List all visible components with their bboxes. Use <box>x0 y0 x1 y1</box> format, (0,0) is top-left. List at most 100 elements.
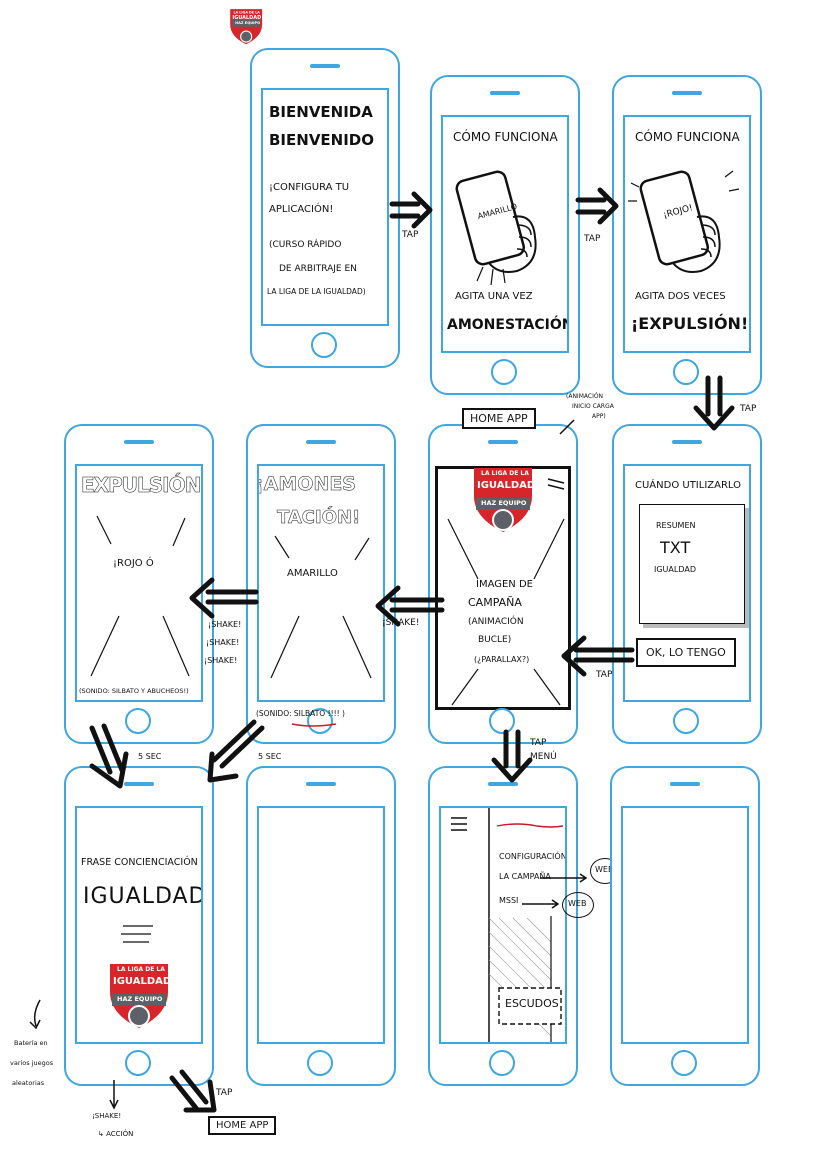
arrow-expulsion-to-awareness <box>89 723 129 789</box>
logo-home-shield <box>474 468 532 532</box>
how2-shake: AGITA DOS VECES <box>635 291 726 302</box>
ok-got-it-button[interactable]: OK, LO TENGO <box>636 638 736 667</box>
logo-top-shield <box>230 9 263 45</box>
home-campaign-4: BUCLE) <box>478 635 512 645</box>
logo-top: LA LIGA DE LA IGUALDAD HAZ EQUIPO <box>228 8 264 47</box>
amonestacion-sound-label: (SONIDO: SILBATO !!!! ) <box>256 709 345 718</box>
welcome-line-1: ¡CONFIGURA TU <box>269 182 350 193</box>
anim-note-2: INICIO CARGA <box>572 403 614 410</box>
menu-item-campana[interactable]: LA CAMPAÑA <box>499 872 551 881</box>
tap-menu-label-1: TAP <box>530 738 547 748</box>
logo-home-line-2: IGUALDAD <box>477 480 536 491</box>
home-placeholder-lines <box>447 478 565 706</box>
arrow-when-to-home <box>561 635 635 677</box>
shake-triple-2: ¡SHAKE! <box>206 638 240 647</box>
phone-speaker <box>306 440 336 444</box>
phone-speaker <box>670 782 700 786</box>
tap-label-3: TAP <box>740 404 757 414</box>
phone-when: CUÁNDO UTILIZARLO RESUMEN TXT IGUALDAD <box>612 424 762 744</box>
phone-expulsion: EXPULSIÓN ¡ROJO Ó (SONIDO: SILBATO Y ABU… <box>64 424 214 744</box>
tap-label-2: TAP <box>584 234 601 244</box>
menu-shields[interactable]: ESCUDOS <box>505 997 559 1010</box>
amonestacion-sub: AMARILLO <box>287 568 338 579</box>
expulsion-sub: ¡ROJO Ó <box>113 558 154 569</box>
screen-expulsion: EXPULSIÓN ¡ROJO Ó (SONIDO: SILBATO Y ABU… <box>75 464 203 702</box>
how2-title: CÓMO FUNCIONA <box>635 130 740 144</box>
awareness-line-2: IGUALDAD <box>83 884 203 909</box>
welcome-line-4: DE ARBITRAJE EN <box>279 264 357 274</box>
five-sec-2: 5 SEC <box>258 752 282 761</box>
shake-action-2: ↳ ACCIÓN <box>98 1130 134 1138</box>
screen-blank-1 <box>257 806 385 1044</box>
welcome-line-2: APLICACIÓN! <box>269 204 334 215</box>
phone-home-button <box>311 332 337 358</box>
anim-note-3: APP) <box>592 413 606 420</box>
phone-speaker <box>490 91 520 95</box>
shaking-phone-illustration-2 <box>628 170 740 273</box>
phone-home-button <box>491 359 517 385</box>
battery-note-3: aleatorias <box>12 1079 45 1087</box>
phone-speaker <box>672 440 702 444</box>
arrow-awareness-to-homeapp <box>169 1069 217 1113</box>
web-link-2[interactable]: WEB <box>562 892 594 918</box>
menu-drawer-sketch <box>451 808 564 1042</box>
phone-amonestacion: ¡AMONES TACIÓN! AMARILLO <box>246 424 396 744</box>
menu-item-mssi[interactable]: MSSI <box>499 896 519 905</box>
screen-when: CUÁNDO UTILIZARLO RESUMEN TXT IGUALDAD <box>623 464 751 702</box>
arrow-web-2 <box>522 899 560 909</box>
phone-how-1: CÓMO FUNCIONA AMARILLO AGITA UNA VEZ AMO… <box>430 75 580 395</box>
tap-label-4: TAP <box>596 670 613 680</box>
logo-top-line-1: LA LIGA DE LA <box>233 10 260 15</box>
phone-home-button <box>673 359 699 385</box>
phone-how-2: CÓMO FUNCIONA ¡ROJO! AGITA DOS VECES ¡EX… <box>612 75 762 395</box>
battery-note-2: varios juegos <box>10 1059 54 1067</box>
screen-how-1: CÓMO FUNCIONA AMARILLO AGITA UNA VEZ AMO… <box>441 115 569 353</box>
screen-welcome: BIENVENIDA BIENVENIDO ¡CONFIGURA TU APLI… <box>261 88 389 326</box>
web-link-1-label: WEB <box>595 865 614 874</box>
expulsion-burst-lines <box>90 515 190 677</box>
arrow-amonestacion-to-expulsion <box>189 577 259 619</box>
logo-awareness-line-3: HAZ EQUIPO <box>117 995 163 1003</box>
phone-awareness: FRASE CONCIENCIACIÓN IGUALDAD <box>64 766 214 1086</box>
phone-home-button <box>125 708 151 734</box>
phone-speaker <box>488 782 518 786</box>
screen-menu: CONFIGURACIÓN LA CAMPAÑA MSSI ESCUDOS <box>439 806 567 1044</box>
awareness-line-1: FRASE CONCIENCIACIÓN <box>81 857 198 868</box>
arrow-how2-to-when <box>693 375 735 431</box>
phone-speaker <box>124 440 154 444</box>
logo-awareness-line-2: IGUALDAD <box>113 976 172 987</box>
phone-blank-2 <box>610 766 760 1086</box>
logo-top-line-2: IGUALDAD <box>232 15 262 21</box>
home-campaign-1: IMAGEN DE <box>476 579 533 590</box>
welcome-title-2: BIENVENIDO <box>269 131 375 149</box>
arrow-home-to-amonestacion <box>375 585 445 627</box>
phone-menu: CONFIGURACIÓN LA CAMPAÑA MSSI ESCUDOS <box>428 766 578 1086</box>
arrow-welcome-to-how1 <box>389 191 433 229</box>
arrow-web-1 <box>540 873 588 883</box>
logo-top-line-3: HAZ EQUIPO <box>235 20 261 26</box>
logo-home-line-1: LA LIGA DE LA <box>481 470 529 477</box>
five-sec-1: 5 SEC <box>138 752 162 761</box>
how2-result: ¡EXPULSIÓN! <box>631 314 749 333</box>
menu-item-configuracion[interactable]: CONFIGURACIÓN <box>499 852 567 861</box>
screen-awareness: FRASE CONCIENCIACIÓN IGUALDAD <box>75 806 203 1044</box>
amonestacion-underline <box>291 723 337 727</box>
amonestacion-burst-lines <box>270 535 372 679</box>
screen-how-2: CÓMO FUNCIONA ¡ROJO! AGITA DOS VECES ¡EX… <box>623 115 751 353</box>
home-app-label-bottom[interactable]: HOME APP <box>208 1116 277 1135</box>
phone-home-button <box>489 708 515 734</box>
when-title: CUÁNDO UTILIZARLO <box>635 480 741 491</box>
expulsion-title: EXPULSIÓN <box>81 473 201 497</box>
phone-speaker <box>310 64 340 68</box>
how1-title: CÓMO FUNCIONA <box>453 130 558 144</box>
arrow-battery-note <box>29 999 41 1030</box>
battery-note-1: Batería en <box>14 1039 48 1047</box>
phone-home-button <box>489 1050 515 1076</box>
phone-speaker <box>124 782 154 786</box>
phone-speaker <box>306 782 336 786</box>
home-app-label-top: HOME APP <box>462 408 536 429</box>
phone-speaker <box>488 440 518 444</box>
shaking-phone-illustration-1 <box>455 170 537 286</box>
arrow-amonestacion-to-awareness <box>207 719 265 783</box>
